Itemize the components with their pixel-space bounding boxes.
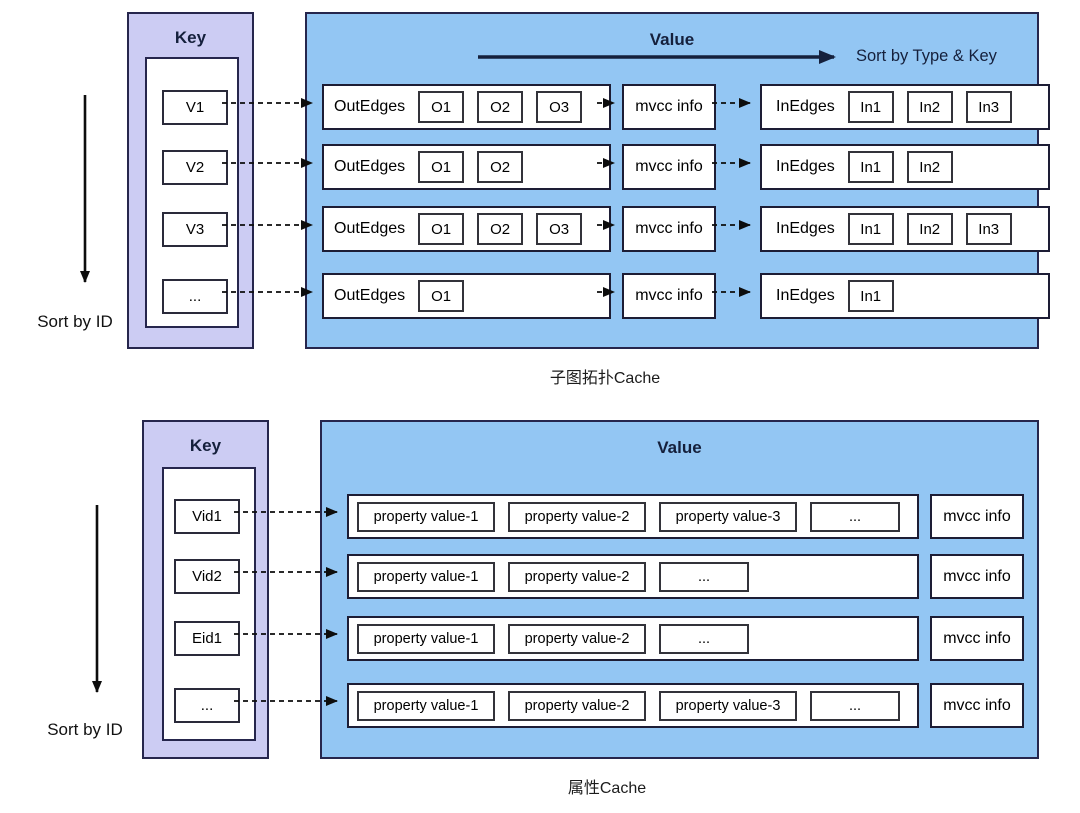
in-edge-cell: In1 <box>847 213 894 245</box>
key-cell-ellipsis: ... <box>162 279 228 314</box>
mvcc-info-label: mvcc info <box>635 98 703 115</box>
outedges-label: OutEdges <box>334 98 406 115</box>
key-cell-v3: V3 <box>162 212 228 247</box>
topo-caption: 子图拓扑Cache <box>549 370 661 387</box>
mvcc-info-label: mvcc info <box>943 507 1011 525</box>
mvcc-info-box: mvcc info <box>622 206 716 252</box>
mvcc-info-box: mvcc info <box>622 84 716 130</box>
property-cell-ellipsis: ... <box>659 561 749 592</box>
outedges-row: OutEdges O1 <box>322 273 611 319</box>
property-cell: property value-1 <box>357 623 495 654</box>
in-edge-cell: In2 <box>906 151 953 183</box>
key-cell-v1: V1 <box>162 90 228 125</box>
mvcc-info-label: mvcc info <box>635 158 703 175</box>
topo-key-panel: Key V1 V2 V3 ... <box>127 12 254 349</box>
property-cell: property value-2 <box>508 690 646 721</box>
prop-caption: 属性Cache <box>567 780 647 797</box>
key-cell-v2: V2 <box>162 150 228 185</box>
inedges-label: InEdges <box>776 287 835 304</box>
topo-sort-by-id-label: Sort by ID <box>37 312 113 331</box>
prop-key-header: Key <box>189 436 222 455</box>
property-cell: property value-2 <box>508 623 646 654</box>
outedges-row: OutEdges O1 O2 <box>322 144 611 190</box>
in-edge-cell: In3 <box>965 91 1012 123</box>
mvcc-info-label: mvcc info <box>943 629 1011 647</box>
property-cell: property value-1 <box>357 690 495 721</box>
key-cell-eid1: Eid1 <box>174 621 240 656</box>
in-edge-cell: In2 <box>906 91 953 123</box>
property-row: property value-1 property value-2 ... <box>347 616 919 661</box>
mvcc-info-label: mvcc info <box>635 287 703 304</box>
prop-key-panel: Key Vid1 Vid2 Eid1 ... <box>142 420 269 759</box>
inedges-label: InEdges <box>776 220 835 237</box>
inedges-label: InEdges <box>776 98 835 115</box>
out-edge-cell: O1 <box>418 91 465 123</box>
prop-value-header: Value <box>657 438 702 457</box>
outedges-row: OutEdges O1 O2 O3 <box>322 84 611 130</box>
prop-value-panel: Value property value-1 property value-2 … <box>320 420 1039 759</box>
out-edge-cell: O1 <box>418 213 465 245</box>
out-edge-cell: O1 <box>418 151 465 183</box>
prop-sort-by-id-label: Sort by ID <box>47 720 123 739</box>
key-cell-vid1: Vid1 <box>174 499 240 534</box>
topo-sort-note: Sort by Type & Key <box>856 47 997 65</box>
mvcc-info-box: mvcc info <box>930 683 1024 728</box>
in-edge-cell: In3 <box>965 213 1012 245</box>
out-edge-cell: O1 <box>418 280 465 312</box>
key-cell-ellipsis: ... <box>174 688 240 723</box>
out-edge-cell: O2 <box>477 213 524 245</box>
in-edge-cell: In1 <box>847 151 894 183</box>
property-cell: property value-3 <box>659 501 797 532</box>
property-cell: property value-3 <box>659 690 797 721</box>
outedges-label: OutEdges <box>334 287 406 304</box>
key-cell-vid2: Vid2 <box>174 559 240 594</box>
topo-key-header: Key <box>174 28 207 47</box>
property-cell-ellipsis: ... <box>810 690 900 721</box>
out-edge-cell: O2 <box>477 151 524 183</box>
mvcc-info-box: mvcc info <box>930 616 1024 661</box>
inedges-row: InEdges In1 <box>760 273 1050 319</box>
out-edge-cell: O2 <box>477 91 524 123</box>
mvcc-info-box: mvcc info <box>622 273 716 319</box>
in-edge-cell: In1 <box>847 91 894 123</box>
property-cell: property value-2 <box>508 501 646 532</box>
mvcc-info-box: mvcc info <box>622 144 716 190</box>
mvcc-info-label: mvcc info <box>943 567 1011 585</box>
inedges-row: InEdges In1 In2 In3 <box>760 206 1050 252</box>
outedges-label: OutEdges <box>334 220 406 237</box>
property-cell: property value-1 <box>357 561 495 592</box>
topo-value-header: Value <box>649 30 695 49</box>
in-edge-cell: In1 <box>847 280 894 312</box>
outedges-label: OutEdges <box>334 158 406 175</box>
out-edge-cell: O3 <box>536 213 583 245</box>
property-cell: property value-2 <box>508 561 646 592</box>
out-edge-cell: O3 <box>536 91 583 123</box>
property-cell-ellipsis: ... <box>659 623 749 654</box>
property-row: property value-1 property value-2 proper… <box>347 494 919 539</box>
inedges-label: InEdges <box>776 158 835 175</box>
mvcc-info-box: mvcc info <box>930 554 1024 599</box>
outedges-row: OutEdges O1 O2 O3 <box>322 206 611 252</box>
in-edge-cell: In2 <box>906 213 953 245</box>
property-cell-ellipsis: ... <box>810 501 900 532</box>
inedges-row: InEdges In1 In2 In3 <box>760 84 1050 130</box>
mvcc-info-label: mvcc info <box>943 696 1011 714</box>
mvcc-info-label: mvcc info <box>635 220 703 237</box>
topo-value-panel: Value OutEdges O1 O2 O3 mvcc info InEdge… <box>305 12 1050 349</box>
mvcc-info-box: mvcc info <box>930 494 1024 539</box>
inedges-row: InEdges In1 In2 <box>760 144 1050 190</box>
property-row: property value-1 property value-2 proper… <box>347 683 919 728</box>
property-row: property value-1 property value-2 ... <box>347 554 919 599</box>
property-cell: property value-1 <box>357 501 495 532</box>
